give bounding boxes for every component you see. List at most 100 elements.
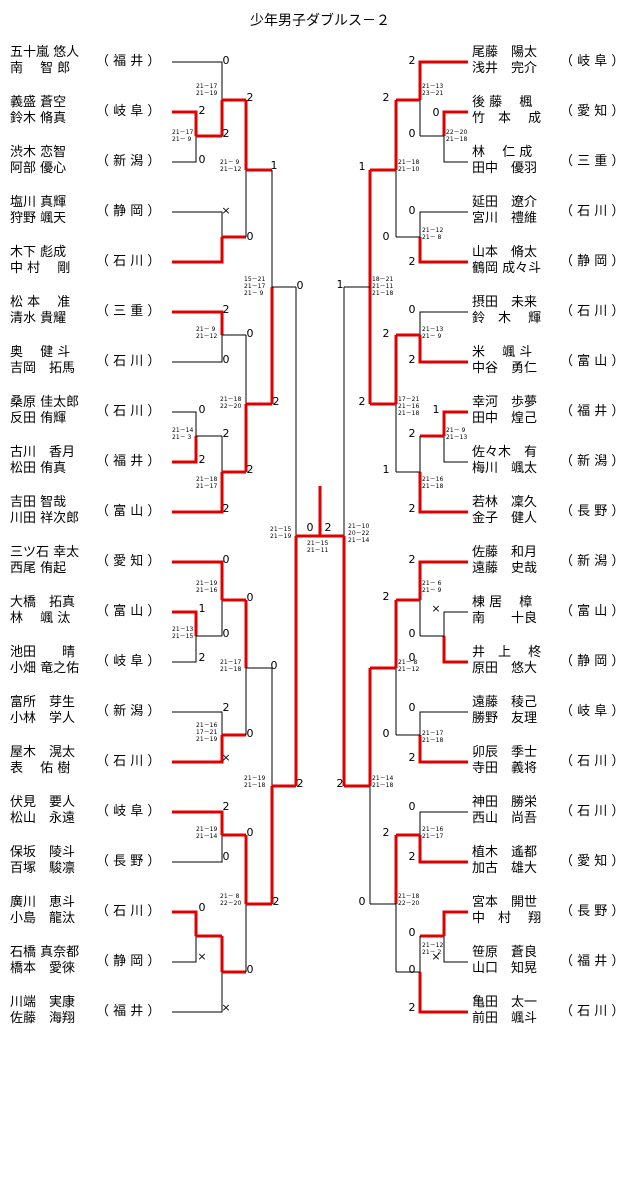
set-score: 23－21 [422, 90, 443, 97]
set-score: 21－18 [398, 410, 419, 417]
game-score: 0 [223, 353, 230, 366]
player-name: 田中 煌己 [472, 411, 538, 426]
set-score: 21－15 [307, 540, 328, 547]
team-prefecture: （ 岐 阜 ） [560, 54, 625, 69]
set-score: 21－13 [422, 326, 443, 333]
player-name: 井 上 柊 [472, 645, 542, 660]
set-score: 22－20 [220, 403, 241, 410]
game-score: 2 [223, 502, 230, 515]
player-name: 石橋 真奈都 [10, 945, 80, 960]
set-score: 21－12 [422, 227, 443, 234]
game-score: 0 [359, 895, 366, 908]
team-prefecture: （ 岐 阜 ） [96, 104, 161, 119]
player-name: 鈴 木 輝 [472, 311, 542, 326]
team-names: 義盛 蒼空鈴木 脩真 [10, 95, 66, 127]
team-names: 植木 遙都加古 雄大 [472, 845, 537, 877]
player-name: 前田 颯斗 [472, 1011, 538, 1026]
team-prefecture: （ 新 潟 ） [96, 154, 161, 169]
team-prefecture: （ 福 井 ） [560, 404, 625, 419]
player-name: 桑原 佳太郎 [10, 395, 80, 410]
set-score: 21－18 [244, 782, 265, 789]
game-score: 0 [247, 230, 254, 243]
set-score: 21－19 [196, 826, 217, 833]
team-names: 奥 健 斗吉岡 拓馬 [10, 345, 75, 377]
winner-path [418, 472, 468, 514]
team-prefecture: （ 石 川 ） [96, 904, 161, 919]
winner-path [418, 60, 468, 100]
set-score: 21－18 [398, 893, 419, 900]
game-score: 0 [383, 230, 390, 243]
player-name: 川端 実康 [10, 995, 76, 1010]
set-score: 21－ 6 [422, 580, 442, 587]
game-score: 0 [409, 303, 416, 316]
player-name: 木下 彪成 [10, 245, 67, 260]
set-score: 21－18 [446, 136, 467, 143]
team-prefecture: （ 石 川 ） [96, 754, 161, 769]
game-score: 1 [383, 463, 390, 476]
game-score: 0 [223, 553, 230, 566]
winner-path [418, 972, 468, 1014]
winner-path [172, 237, 224, 264]
game-score: 0 [409, 627, 416, 640]
player-name: 梅川 颯太 [472, 461, 538, 476]
player-name: 田中 優羽 [472, 161, 538, 176]
set-score: 21－16 [196, 587, 217, 594]
team-prefecture: （ 福 井 ） [96, 54, 161, 69]
team-names: 棟 居 樟南 十良 [472, 595, 537, 627]
team-names: 池田 晴小畑 竜之佑 [10, 645, 79, 677]
team-prefecture: （ 長 野 ） [560, 904, 625, 919]
team-prefecture: （ 静 岡 ） [96, 954, 161, 969]
set-score: 21－17 [244, 283, 265, 290]
set-score: 21－15 [172, 633, 193, 640]
set-score: 22－20 [220, 900, 241, 907]
winner-path [442, 110, 468, 136]
player-name: 清水 貴耀 [10, 311, 67, 326]
team-names: 佐々木 有梅川 颯太 [472, 445, 537, 477]
game-score: 2 [199, 104, 206, 117]
team-prefecture: （ 石 川 ） [96, 404, 161, 419]
set-score: 21－11 [307, 547, 328, 554]
set-score: 21－19 [244, 775, 265, 782]
winner-path [172, 472, 224, 514]
set-score: 21－11 [372, 283, 393, 290]
player-name: 富所 芽生 [10, 695, 76, 710]
player-name: 阿部 優心 [10, 161, 67, 176]
player-name: 山本 脩太 [472, 245, 538, 260]
game-score: 0 [307, 521, 314, 534]
team-prefecture: （ 石 川 ） [560, 304, 625, 319]
player-name: 西尾 侑起 [10, 561, 67, 576]
set-score: 21－14 [348, 537, 369, 544]
set-score: 21－19 [196, 580, 217, 587]
game-score: 0 [247, 327, 254, 340]
set-score: 21－12 [398, 666, 419, 673]
player-name: 川田 祥次郎 [10, 511, 80, 526]
player-name: 保坂 陵斗 [10, 845, 76, 860]
set-score: 21－19 [196, 736, 217, 743]
winner-path [418, 237, 468, 264]
team-prefecture: （ 石 川 ） [560, 754, 625, 769]
team-prefecture: （ 福 井 ） [96, 1004, 161, 1019]
team-prefecture: （ 石 川 ） [96, 254, 161, 269]
game-score: 0 [271, 659, 278, 672]
game-score: × [221, 1001, 230, 1014]
winner-path [172, 610, 198, 636]
team-names: 廣川 恵斗小島 龍汰 [10, 895, 75, 927]
game-score: 0 [199, 403, 206, 416]
player-name: 吉田 智哉 [10, 495, 67, 510]
game-score: 0 [223, 850, 230, 863]
set-score: 21－ 9 [422, 587, 442, 594]
set-score: 21－18 [372, 290, 393, 297]
player-name: 五十嵐 悠人 [10, 45, 80, 60]
team-names: 山本 脩太鶴岡 成々斗 [472, 245, 541, 277]
bracket-line [443, 436, 468, 463]
team-names: 川端 実康佐藤 海翔 [10, 995, 75, 1027]
set-score: 21－18 [196, 476, 217, 483]
bracket-line [172, 136, 197, 163]
team-names: 富所 芽生小林 学人 [10, 695, 75, 727]
team-names: 尾藤 陽太浅井 完介 [472, 45, 537, 77]
winner-path [418, 735, 468, 764]
player-name: 亀田 太一 [472, 995, 538, 1010]
player-name: 奥 健 斗 [10, 345, 71, 360]
player-name: 佐々木 有 [472, 445, 538, 460]
team-prefecture: （ 富 山 ） [96, 604, 161, 619]
